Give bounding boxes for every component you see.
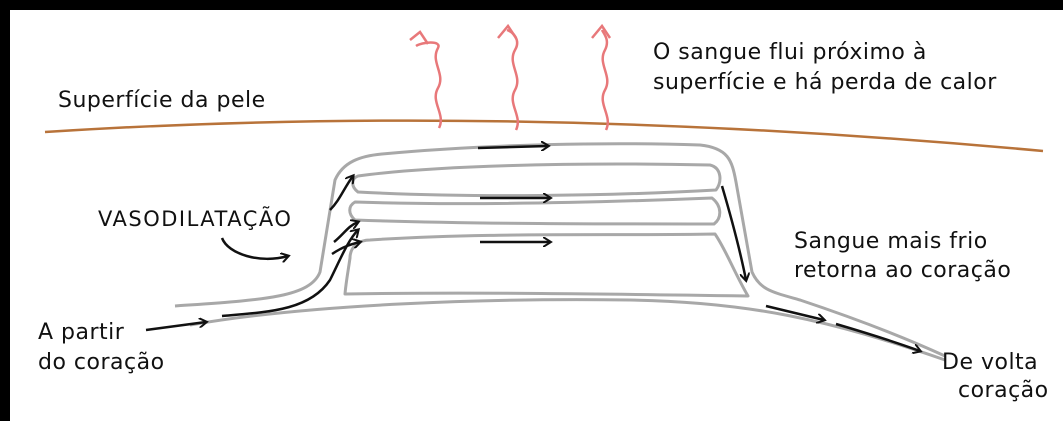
skin-surface-label: Superfície da pele — [58, 88, 266, 113]
vessel-outer-top — [174, 142, 946, 358]
heat-waves — [409, 23, 612, 131]
vessel-inner-loop-1 — [351, 162, 722, 198]
arrow-down-right — [720, 185, 746, 280]
heat-wave-2 — [506, 28, 519, 131]
diagram-canvas: Superfície da pele O sangue flui próximo… — [10, 10, 1063, 421]
heat-loss-label-line1: O sangue flui próximo à — [653, 40, 927, 65]
arrow-exit-1 — [765, 304, 824, 320]
arrow-entry — [221, 230, 358, 318]
arrow-vasodilation-pointer — [220, 237, 288, 259]
heat-wave-1-head — [409, 30, 430, 45]
back-to-heart-label-line1: De volta — [942, 350, 1039, 375]
vessel-inner-loop-3 — [343, 232, 750, 298]
vessel-inner-loop-2 — [348, 196, 722, 226]
arrow-up-2 — [333, 222, 358, 243]
vessel-outer-bottom — [189, 298, 946, 362]
back-to-heart-label-line2: coração — [958, 378, 1049, 403]
heat-wave-2-head — [497, 23, 518, 39]
from-heart-label-line2: do coração — [38, 350, 165, 375]
arrow-from-heart — [145, 322, 206, 332]
cooler-blood-label-line2: retorna ao coração — [794, 258, 1012, 283]
flow-arrows — [145, 146, 920, 351]
from-heart-label-line1: A partir — [38, 320, 125, 345]
heat-loss-label-line2: superfície e há perda de calor — [653, 70, 997, 95]
heat-wave-3 — [600, 29, 609, 131]
diagram-drawing — [44, 23, 1044, 362]
arrow-up-1 — [329, 176, 353, 211]
skin-surface-line — [44, 119, 1044, 153]
cooler-blood-label-line1: Sangue mais frio — [794, 229, 988, 254]
arrow-channel-1 — [477, 146, 548, 148]
vasodilation-label: VASODILATAÇÃO — [98, 207, 293, 231]
vessels — [174, 142, 946, 362]
arrow-exit-2 — [835, 322, 920, 351]
heat-wave-1 — [415, 41, 442, 129]
heat-wave-3-head — [591, 23, 612, 39]
arrow-up-3 — [331, 242, 360, 256]
